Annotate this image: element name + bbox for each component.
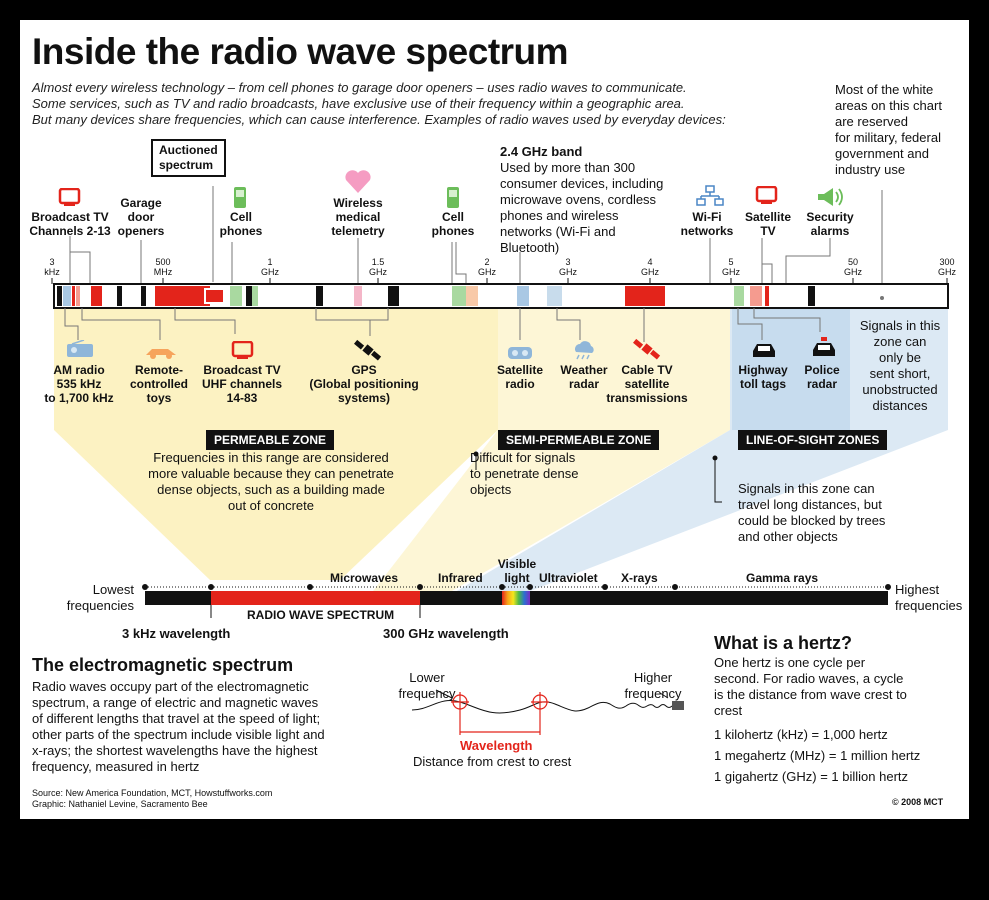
credits: Source: New America Foundation, MCT, How… [32,788,273,809]
intro-text: Almost every wireless technology – from … [32,80,812,128]
semi-permeable-zone-badge: SEMI-PERMEABLE ZONE [498,430,660,450]
em-spectrum-bar [142,584,891,618]
page-title: Inside the radio wave spectrum [32,31,569,72]
permeable-zone-text: Frequencies in this range are considered… [148,450,394,513]
radio-icon [67,340,93,357]
infographic-panel: Inside the radio wave spectrum Almost ev… [20,20,969,819]
em-gamma-label: Gamma rays [746,571,819,585]
spectrum-bar [51,186,949,342]
intro-line: But many devices share frequencies, whic… [32,112,726,127]
police-car-icon [813,337,835,356]
khz-wavelength-label: 3 kHz wavelength [122,626,231,641]
line-of-sight-zone-badge: LINE-OF-SIGHT ZONES [738,430,888,450]
semi-permeable-zone-shape [370,308,730,595]
intro-line: Almost every wireless technology – from … [32,80,687,95]
tv-icon [755,186,778,204]
em-microwaves-label: Microwaves [330,571,399,585]
hertz-definitions: 1 kilohertz (kHz) = 1,000 hertz 1 megahe… [714,727,921,784]
wavelength-caption: Distance from crest to crest [413,754,572,769]
weather-cloud-icon [575,341,594,360]
em-section-text: Radio waves occupy part of the electroma… [32,679,325,774]
em-ultraviolet-label: Ultraviolet [539,571,598,585]
toy-car-icon [146,349,176,359]
wave-diagram [411,689,684,735]
zone-connector-lines [473,451,722,503]
cable-satellite-icon [633,338,661,360]
cell-phone-icon [447,187,459,208]
zone-background [54,308,948,595]
car-icon [753,344,775,357]
intro-line: Some services, such as TV and radio broa… [32,96,685,111]
hertz-title: What is a hertz? [714,633,853,653]
gps-satellite-icon [354,339,382,361]
short-zone-shape [732,308,850,430]
em-section-title: The electromagnetic spectrum [32,655,294,675]
radio-wave-spectrum-label: RADIO WAVE SPECTRUM [247,608,395,622]
alarm-horn-icon [818,188,843,206]
band-title: 2.4 GHz band [500,144,583,159]
copyright: © 2008 MCT [892,797,944,807]
ghz-wavelength-label: 300 GHz wavelength [383,626,509,641]
heart-icon [345,170,371,193]
cell-phone-icon [234,187,246,208]
tv-icon [231,341,254,359]
wavelength-label: Wavelength [460,738,533,753]
tv-icon [58,188,81,206]
satellite-radio-icon [508,347,532,359]
wifi-network-icon [696,185,724,206]
permeable-zone-badge: PERMEABLE ZONE [206,430,335,450]
em-infrared-label: Infrared [438,571,483,585]
em-xrays-label: X-rays [621,571,658,585]
